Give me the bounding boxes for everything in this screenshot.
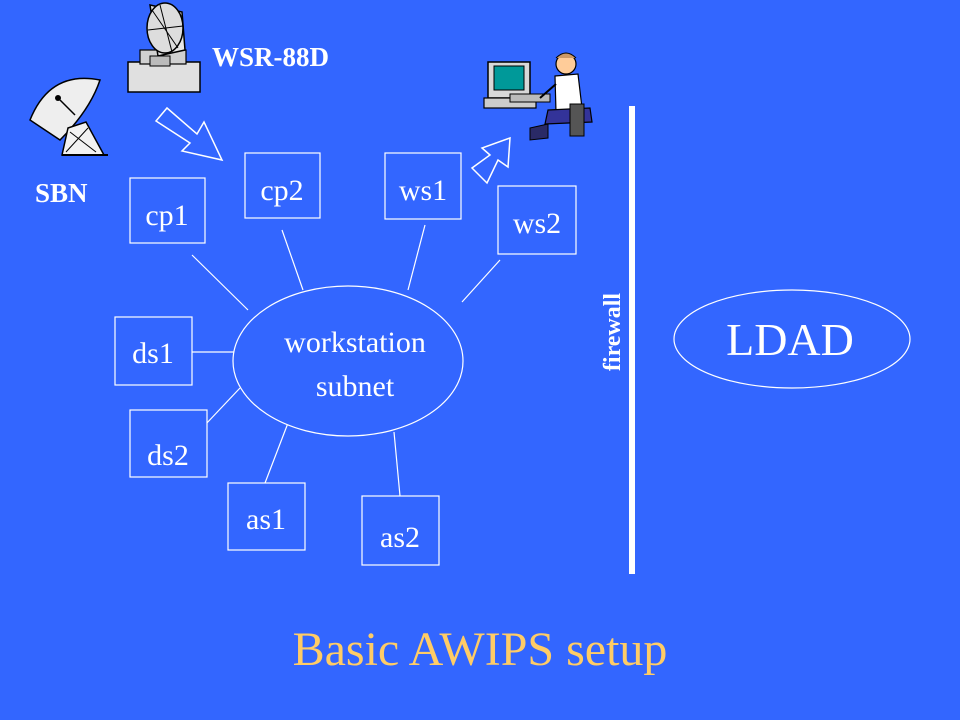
node-ws1: ws1 [384, 152, 462, 220]
node-ws2: ws2 [497, 185, 577, 255]
sbn-label: SBN [35, 178, 88, 208]
link-ws1 [407, 224, 426, 291]
node-as1: as1 [227, 482, 306, 551]
subnet-label-line2: subnet [316, 370, 395, 403]
connection-lines [191, 224, 501, 497]
node-as2-label: as2 [380, 521, 420, 554]
link-cp2 [281, 229, 304, 291]
link-cp1 [191, 254, 249, 311]
node-ds2-label: ds2 [147, 439, 189, 472]
node-as2: as2 [361, 495, 440, 566]
node-ds1: ds1 [114, 316, 193, 386]
subnet-label-line1: workstation [284, 326, 426, 359]
arrow-icon [154, 106, 224, 162]
radar-dish-icon [127, 2, 201, 93]
node-ds2: ds2 [129, 409, 208, 478]
node-ws2-label: ws2 [513, 207, 561, 240]
firewall-label: firewall [600, 293, 626, 372]
workstation-user-icon [483, 52, 593, 141]
link-as2 [393, 431, 401, 497]
arrow-icon [470, 136, 511, 185]
workstation-subnet: workstation subnet [232, 285, 464, 437]
node-cp1-label: cp1 [145, 199, 188, 232]
ldad: LDAD [673, 289, 911, 389]
node-ds1-label: ds1 [132, 337, 174, 370]
slide-title: Basic AWIPS setup [292, 623, 668, 676]
node-ws1-label: ws1 [399, 174, 447, 207]
link-as1 [264, 422, 289, 484]
link-ds2 [204, 387, 241, 426]
satellite-dish-icon [29, 77, 108, 156]
link-ws2 [461, 259, 501, 303]
wsr-label: WSR-88D [212, 42, 329, 72]
ldad-label: LDAD [726, 314, 854, 365]
node-cp2: cp2 [244, 152, 321, 219]
node-cp1: cp1 [129, 177, 206, 244]
node-cp2-label: cp2 [260, 174, 303, 207]
node-as1-label: as1 [246, 503, 286, 536]
